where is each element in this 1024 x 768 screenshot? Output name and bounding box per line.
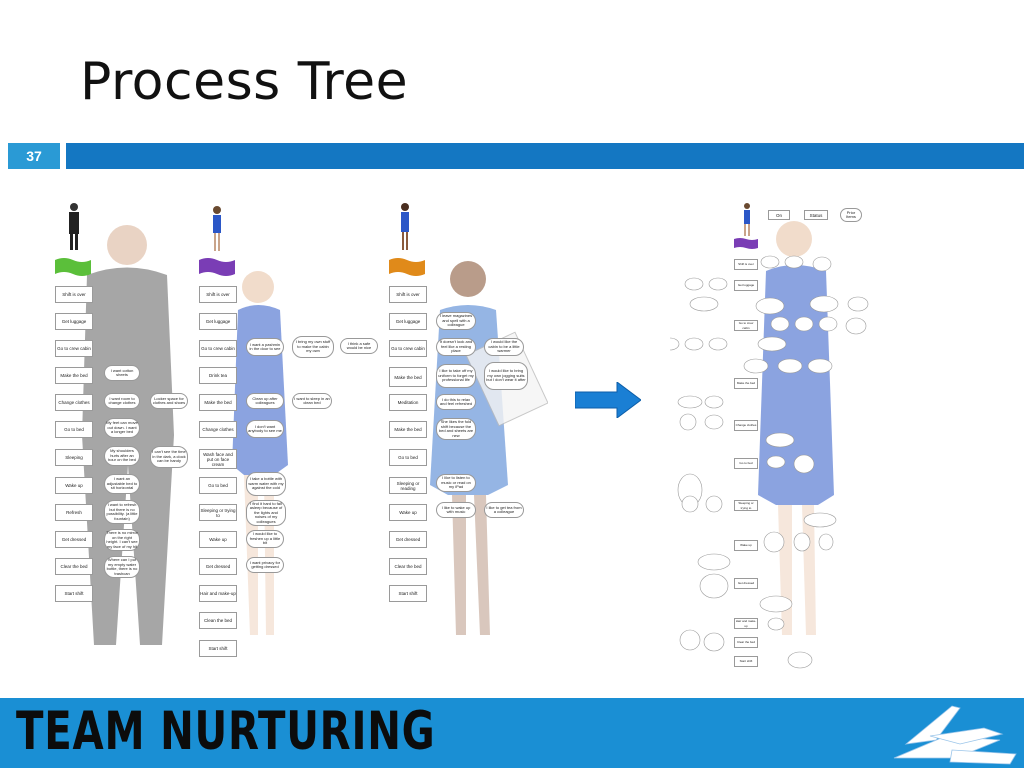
step-box: Start shift <box>199 640 237 657</box>
comment-bubble: I want privacy for getting dressed <box>246 557 284 573</box>
step-box: Clean the bed <box>199 612 237 629</box>
step-box: Go to bed <box>389 449 427 466</box>
comment-bubble: It doesn't look and feel like a resting … <box>436 338 476 356</box>
steward-flag <box>55 258 91 276</box>
step-box: Go to crew cabin <box>199 340 237 357</box>
slide-number: 37 <box>8 143 60 169</box>
combined-flag <box>734 238 758 249</box>
comment-bubble: I like to listen to music or read on my … <box>436 474 476 492</box>
step-box: Wake up <box>734 540 758 551</box>
comment-bubble: I can't see the time in the dark, a cloc… <box>150 446 188 468</box>
step-box: Go to bed <box>55 421 93 438</box>
comment-bubble: Locker space for clothes and shoes <box>150 393 188 409</box>
comment-bubble: I bring my own stuff to make the cabin m… <box>292 336 334 358</box>
step-box: Make the bed <box>55 367 93 384</box>
step-box: Sleeping or reading <box>389 477 427 494</box>
step-box: Start shift <box>55 585 93 602</box>
comment-bubble: I like to take off my uniform to forget … <box>436 364 476 388</box>
brand-wordmark: TEAM NURTURING <box>16 701 436 762</box>
comment-bubble: I leave magazines and spell with a colle… <box>436 312 476 330</box>
step-box: Clear the bed <box>55 558 93 575</box>
step-box: Shift is over <box>389 286 427 303</box>
step-box: Wake up <box>389 504 427 521</box>
step-box: Hair and make-up <box>734 618 758 629</box>
step-box: Shift is over <box>55 286 93 303</box>
combined-icon <box>744 203 750 236</box>
step-box: Get luggage <box>55 313 93 330</box>
comment-bubble: I would like the cabin to be a little wa… <box>484 338 524 356</box>
step-box: Start shift <box>734 656 758 667</box>
step-box: Go to crew cabin <box>734 320 758 331</box>
step-box: Refresh <box>55 504 93 521</box>
comment-bubble: I want room to change clothes <box>104 393 140 409</box>
comment-bubble: I take a bottle with warm water with my … <box>246 472 286 496</box>
comment-bubble: My feet can move out down. I want a long… <box>104 418 140 438</box>
comment-bubble: I like to get tea from a colleague <box>484 502 524 518</box>
comment-bubble: I do this to relax and feel refreshed <box>436 394 476 410</box>
airplane-logo-icon <box>893 705 1017 765</box>
step-box: Get dressed <box>55 531 93 548</box>
steward-icon <box>69 203 79 250</box>
step-box: Get dressed <box>734 578 758 589</box>
step-box: Change clothes <box>734 420 758 431</box>
step-box: Go to bed <box>199 477 237 494</box>
step-box: Make the bed <box>199 394 237 411</box>
step-box: Sleeping <box>55 449 93 466</box>
step-box: Meditation <box>389 394 427 411</box>
legend-box: Status <box>804 210 828 220</box>
step-box: Change clothes <box>55 394 93 411</box>
step-box: Clear the bed <box>389 558 427 575</box>
comment-bubble: Clean up after colleagues <box>246 393 284 409</box>
step-box: Make the bed <box>734 378 758 389</box>
step-box: Shift is over <box>199 286 237 303</box>
step-box: Clear the bed <box>734 637 758 648</box>
step-box: Start shift <box>389 585 427 602</box>
comment-bubble: She likes the fold shift because the bed… <box>436 418 476 440</box>
step-box: Wake up <box>55 477 93 494</box>
step-box: Shift is over <box>734 259 758 270</box>
step-box: Get dressed <box>389 531 427 548</box>
comment-bubble: I don't want anybody to see me <box>246 420 284 438</box>
comment-bubble: I would like to bring my own jogging sui… <box>484 362 528 390</box>
comment-bubble: I would like to freshen up a little bit <box>246 530 284 548</box>
comment-bubble: I think a safe would be nice <box>340 338 378 354</box>
comment-bubble: I want a pashmin in the door to see <box>246 338 284 356</box>
step-box: Drink tea <box>199 367 237 384</box>
stewardess-icon <box>213 206 221 251</box>
step-box: Go to crew cabin <box>389 340 427 357</box>
comment-bubble: There is no mirror on the right height. … <box>104 529 140 551</box>
comment-bubble: I like to wake up with music <box>436 502 476 518</box>
comment-bubble: I want to sleep in an clean bed <box>292 393 332 409</box>
step-box: Go to bed <box>734 458 758 469</box>
step-box: Get luggage <box>199 313 237 330</box>
step-box: Hair and make-up <box>199 585 237 602</box>
comment-bubble: Where can I put my empty water bottle, t… <box>104 556 140 578</box>
comment-bubble: I want an adjustable bed to sit horizont… <box>104 474 140 494</box>
comment-bubble: My shoulders hurts after an hour on the … <box>104 446 140 466</box>
comment-bubble: I want cotton sheets <box>104 365 140 381</box>
step-box: Go to crew cabin <box>55 340 93 357</box>
purser-flag <box>389 258 425 276</box>
step-box: Make the bed <box>389 367 427 387</box>
step-box: Change clothes <box>199 421 237 438</box>
legend-bubble: Prior Items <box>840 208 862 222</box>
comment-bubble: I find it hard to fall asleep because of… <box>246 500 286 526</box>
step-box: Get luggage <box>734 280 758 291</box>
comment-bubble: I want to refresh but there is no possib… <box>104 500 140 524</box>
purser-icon <box>401 203 409 250</box>
step-box: Get luggage <box>389 313 427 330</box>
step-box: Sleeping or trying to <box>734 500 758 511</box>
footer-band <box>0 698 1024 768</box>
step-box: Sleeping or trying to <box>199 504 237 521</box>
combined-connectors <box>670 255 869 669</box>
legend-box: On <box>768 210 790 220</box>
step-box: Wake up <box>199 531 237 548</box>
transition-arrow <box>575 382 641 418</box>
step-box: Wash face and put on face cream <box>199 449 237 469</box>
step-box: Get dressed <box>199 558 237 575</box>
stewardess-flag <box>199 258 235 276</box>
slide-title: Process Tree <box>80 52 409 112</box>
header-band <box>66 143 1024 169</box>
step-box: Make the bed <box>389 421 427 438</box>
